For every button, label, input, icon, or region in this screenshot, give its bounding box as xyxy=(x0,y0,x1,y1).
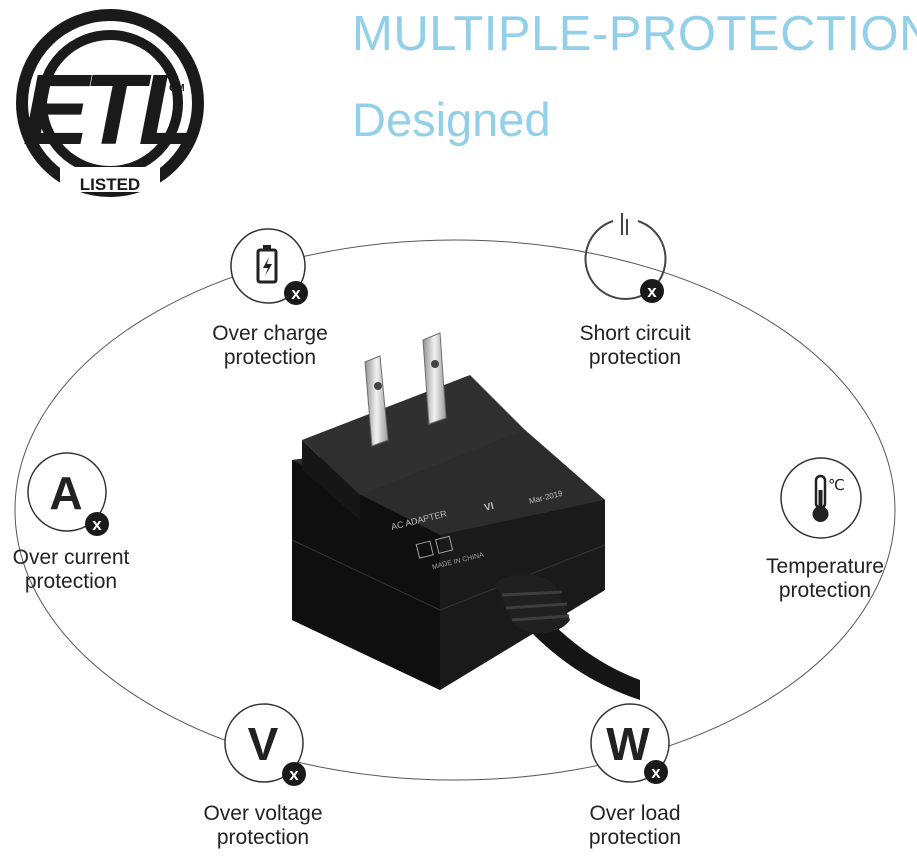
etl-superscript: CM xyxy=(169,83,185,94)
feature-over-voltage-label: Over voltage protection xyxy=(203,802,323,849)
svg-text:x: x xyxy=(291,284,301,303)
headline-line2: Designed xyxy=(352,93,551,146)
feature-over-load-badge: W x xyxy=(590,703,670,784)
feature-over-charge-label: Over charge protection xyxy=(212,322,328,369)
feature-short-circuit-badge: x xyxy=(584,213,667,303)
battery-charging-icon xyxy=(256,245,278,284)
svg-text:x: x xyxy=(651,763,661,782)
thermometer-icon xyxy=(812,474,829,522)
volt-icon: V xyxy=(248,718,279,770)
svg-text:x: x xyxy=(92,515,102,534)
feature-over-charge-badge: x xyxy=(230,228,308,305)
svg-text:x: x xyxy=(647,282,657,301)
celsius-glyph: ℃ xyxy=(828,477,845,494)
disabled-badge: x xyxy=(644,760,668,784)
feature-over-load-label: Over load protection xyxy=(588,802,682,849)
etl-band-text: LISTED xyxy=(80,175,140,194)
svg-text:x: x xyxy=(289,765,299,784)
feature-short-circuit-label: Short circuit protection xyxy=(579,322,691,369)
feature-over-current-badge: A x xyxy=(27,452,109,536)
etl-mark: ETL xyxy=(23,54,195,166)
ampere-icon: A xyxy=(49,467,82,519)
disabled-badge: x xyxy=(282,762,306,786)
watt-icon: W xyxy=(606,718,650,770)
feature-temperature-badge: ℃ xyxy=(780,457,862,539)
power-icon xyxy=(584,213,667,300)
feature-over-voltage-badge: V x xyxy=(224,703,306,786)
disabled-badge: x xyxy=(640,279,664,303)
adapter-label-mark: VI xyxy=(483,501,495,514)
headline-line1: MULTIPLE-PROTECTION xyxy=(352,7,917,61)
disabled-badge: x xyxy=(284,281,308,305)
disabled-badge: x xyxy=(85,512,109,536)
feature-over-current-label: Over current protection xyxy=(12,546,130,593)
etl-listed-logo: ETL CM LISTED xyxy=(16,9,204,197)
feature-temperature-label: Temperature protection xyxy=(766,555,884,602)
ac-adapter-image: AC ADAPTER VI MADE IN CHINA Mar-2019 xyxy=(291,332,640,700)
